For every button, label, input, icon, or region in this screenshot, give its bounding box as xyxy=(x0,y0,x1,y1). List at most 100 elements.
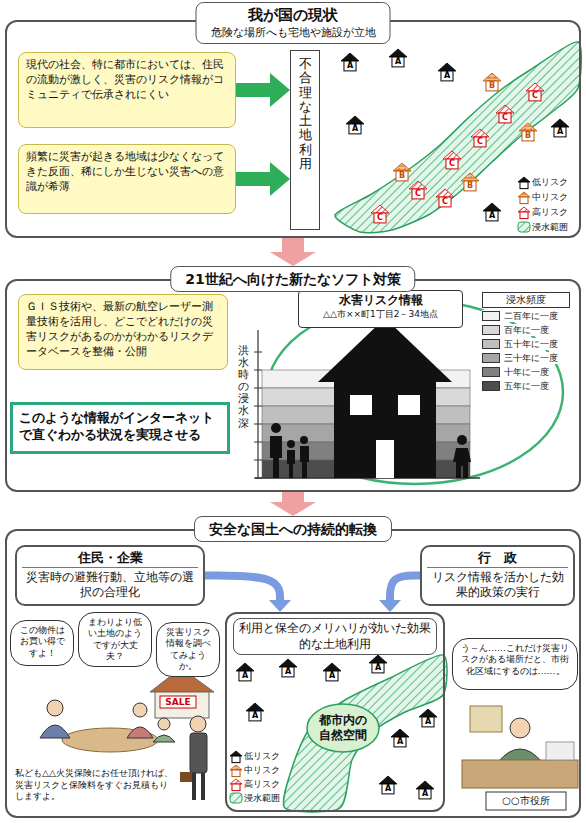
heading-text: 住民・企業 xyxy=(22,550,198,568)
house-letter: C xyxy=(499,113,511,123)
legend-samples xyxy=(520,212,528,219)
house-letter: A xyxy=(394,737,406,747)
legend-item: 三十年に一度 xyxy=(482,352,560,364)
house-letter: A xyxy=(441,71,453,81)
house-icons xyxy=(346,116,364,124)
house-letter: C xyxy=(474,137,486,147)
house-icons xyxy=(522,131,534,141)
legend-sample-space xyxy=(230,779,244,789)
legend-samples xyxy=(230,751,242,756)
house-letter: A xyxy=(249,711,261,721)
legend-text: 五年に一度 xyxy=(504,380,549,392)
house-icons xyxy=(391,729,409,737)
scene-illustration xyxy=(192,773,196,800)
section-panel: 我が国の現状危険な場所へも宅地や施設が立地現代の社会、特に都市においては、住民の… xyxy=(5,2,581,238)
flood-illustration xyxy=(271,423,281,433)
scene-illustration xyxy=(462,760,578,788)
scene-illustration xyxy=(153,735,175,742)
legend-swatch xyxy=(482,381,500,391)
house-icons xyxy=(246,703,264,711)
legend-item: 中リスク xyxy=(230,764,282,776)
body-text: 危険な場所へも宅地や施設が立地 xyxy=(211,26,376,40)
house-icons xyxy=(326,671,338,681)
house-letter: C xyxy=(412,189,424,199)
house-icons xyxy=(526,83,544,91)
legend-samples xyxy=(518,222,530,232)
flood-illustration xyxy=(257,330,258,478)
scene-illustration xyxy=(155,692,209,718)
house-letter: C xyxy=(374,213,386,223)
legend-text: 二百年に一度 xyxy=(504,310,558,322)
heading-text: 災害リスク情報を調べてみようか。 xyxy=(162,627,214,672)
legend-item: 高リスク xyxy=(518,206,570,218)
scene-illustration xyxy=(62,728,158,752)
connector-arrow xyxy=(379,576,420,612)
legend-sample-space xyxy=(230,765,244,775)
legend-text: 高リスク xyxy=(244,778,280,790)
legend-samples xyxy=(518,177,530,182)
legend-item: 浸水範囲 xyxy=(518,221,570,233)
heading-text: 我が国の現状 xyxy=(211,6,376,26)
panel-heading: 安全な国土への持続的転換 xyxy=(194,516,392,542)
legend-samples xyxy=(230,765,242,770)
actor-box: 行 政リスク情報を活かした効果的政策の実行 xyxy=(420,545,575,606)
connector-arrow xyxy=(270,492,316,516)
legend-swatch xyxy=(482,339,500,349)
heading-text: まわりより低い土地のようですが大丈夫？ xyxy=(84,617,146,662)
speech-bubble: う～ん……これだけ災害リスクがある場所だと、市街化区域にするのは……。 xyxy=(452,638,578,690)
house-icons xyxy=(236,663,254,671)
house-icons xyxy=(441,71,453,81)
flood-illustration xyxy=(398,395,420,415)
house-icons xyxy=(419,709,437,717)
house-letter: A xyxy=(282,667,294,677)
scene-illustration xyxy=(190,716,206,732)
heading-text: このような情報がインターネットで直ぐわかる状況を実現させる xyxy=(19,410,221,444)
house-icons xyxy=(443,151,461,159)
house-icons xyxy=(474,137,486,147)
legend-text: 浸水範囲 xyxy=(244,792,280,804)
scene-illustration xyxy=(546,742,574,760)
house-letter: B xyxy=(486,81,498,91)
house-icons xyxy=(551,119,569,127)
legend-sample-space xyxy=(518,222,532,232)
legend-swatch xyxy=(482,367,500,377)
house-letter: A xyxy=(392,57,404,67)
legend-samples xyxy=(520,197,528,204)
house-icons xyxy=(239,671,251,681)
scene-illustration xyxy=(307,704,379,752)
connector-arrow xyxy=(270,238,316,266)
house-letter: B xyxy=(522,131,534,141)
flood-illustration xyxy=(376,440,394,478)
house-letter: A xyxy=(486,211,498,221)
legend-text: 低リスク xyxy=(244,750,280,762)
speech-text: 私ども△△火災保険にお任せ頂ければ、災害リスクと保険料をすぐお見積もりしますよ。 xyxy=(15,768,175,803)
connector-line xyxy=(390,576,420,601)
vertical-box: 不合理な土地利用 xyxy=(290,50,320,230)
flood-illustration xyxy=(457,435,467,445)
axis-label: 洪水時の浸水深 xyxy=(238,345,251,430)
legend-text: 低リスク xyxy=(532,176,568,188)
scene-illustration xyxy=(127,727,153,738)
legend-swatch xyxy=(482,325,500,335)
house-icons xyxy=(249,711,261,721)
legend-samples xyxy=(518,192,530,197)
legend-item: 低リスク xyxy=(518,176,570,188)
flood-area xyxy=(283,655,447,812)
house-icons xyxy=(372,663,384,673)
heading-text: 不合理な土地利用 xyxy=(299,57,312,171)
legend-sample-space xyxy=(518,207,532,217)
legend-item: 浸水範囲 xyxy=(230,792,282,804)
legend-text: 三十年に一度 xyxy=(504,352,558,364)
house-icons xyxy=(344,61,356,71)
house-letter: B xyxy=(396,171,408,181)
house-icons xyxy=(483,73,501,81)
house-icons xyxy=(422,717,434,727)
legend-text: 百年に一度 xyxy=(504,324,549,336)
house-icons xyxy=(382,784,394,794)
house-icons xyxy=(389,49,407,57)
legend-item: 五十年に一度 xyxy=(482,338,560,350)
area-label: 都市内の自然空間 xyxy=(318,713,368,743)
house-icons xyxy=(349,124,361,134)
scene-illustration xyxy=(158,718,170,730)
info-box: 水害リスク情報△△市××町1丁目2－34地点 xyxy=(298,290,463,328)
